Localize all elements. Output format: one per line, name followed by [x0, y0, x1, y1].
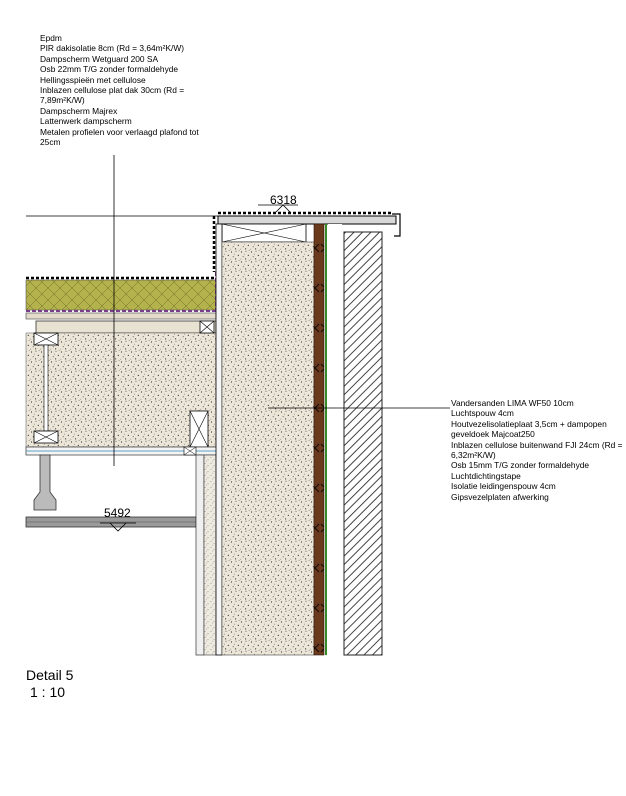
facade-brick: [343, 231, 383, 656]
wall-note: Houtvezelisolatieplaat 3,5cm + dampopen …: [451, 418, 607, 440]
gypsum-fibre-boards: [195, 454, 205, 656]
roof-cellulose: [25, 332, 217, 448]
level-dimension-ceiling: 5492: [104, 506, 131, 520]
roof-note: PIR dakisolatie 8cm (Rd = 3,64m²K/W): [40, 43, 185, 54]
roof-note: Dampscherm Wetguard 200 SA: [40, 53, 159, 64]
wall-note: Osb 15mm T/G zonder formaldehyde: [451, 460, 590, 471]
detail-scale: 1 : 10: [30, 684, 66, 700]
wall-note: Luchtspouw 4cm: [451, 408, 514, 419]
wall-note: Vandersanden LIMA WF50 10cm: [451, 398, 574, 408]
roof-layer-notes: Epdm PIR dakisolatie 8cm (Rd = 3,64m²K/W…: [40, 33, 220, 147]
osb-deck: [25, 312, 217, 320]
roof-note: Osb 22mm T/G zonder formaldehyde: [40, 64, 179, 75]
wall-package: [195, 223, 383, 656]
i-joist-web: [43, 344, 49, 432]
roof-note: Dampscherm Majrex: [40, 105, 118, 116]
detail-name: Detail 5: [26, 667, 74, 683]
ceiling-hanger: [33, 454, 57, 511]
service-cavity-insulation: [203, 454, 217, 656]
wall-note: Gipsvezelplaten afwerking: [451, 491, 549, 502]
air-cavity: [328, 224, 342, 655]
wall-note: Inblazen cellulose buitenwand FJI 24cm (…: [451, 439, 623, 461]
osb-wall-sheathing: [215, 223, 223, 656]
pir-insulation: [25, 279, 217, 311]
roof-note: Inblazen cellulose plat dak 30cm (Rd = 7…: [40, 85, 185, 106]
roof-note: Metalen profielen voor verlaagd plafond …: [40, 126, 199, 148]
wall-note: Luchtdichtingstape: [451, 470, 521, 481]
wall-note: Isolatie leidingenspouw 4cm: [451, 481, 556, 492]
dim-arrow-ceiling: [109, 522, 127, 532]
roof-note: Epdm: [40, 33, 62, 43]
roof-beam-flange: [35, 320, 217, 334]
wall-cellulose: [221, 241, 315, 656]
roof-note: Lattenwerk dampscherm: [40, 116, 132, 127]
leader-lines: [26, 155, 450, 466]
wall-layer-notes: Vandersanden LIMA WF50 10cm Luchtspouw 4…: [451, 398, 623, 502]
roof-note: Hellingsspieën met cellulose: [40, 74, 146, 85]
level-dimension-top: 6318: [270, 193, 297, 207]
detail-title-block: Detail 5 1 : 10: [26, 667, 73, 701]
roof-package: [25, 276, 221, 532]
